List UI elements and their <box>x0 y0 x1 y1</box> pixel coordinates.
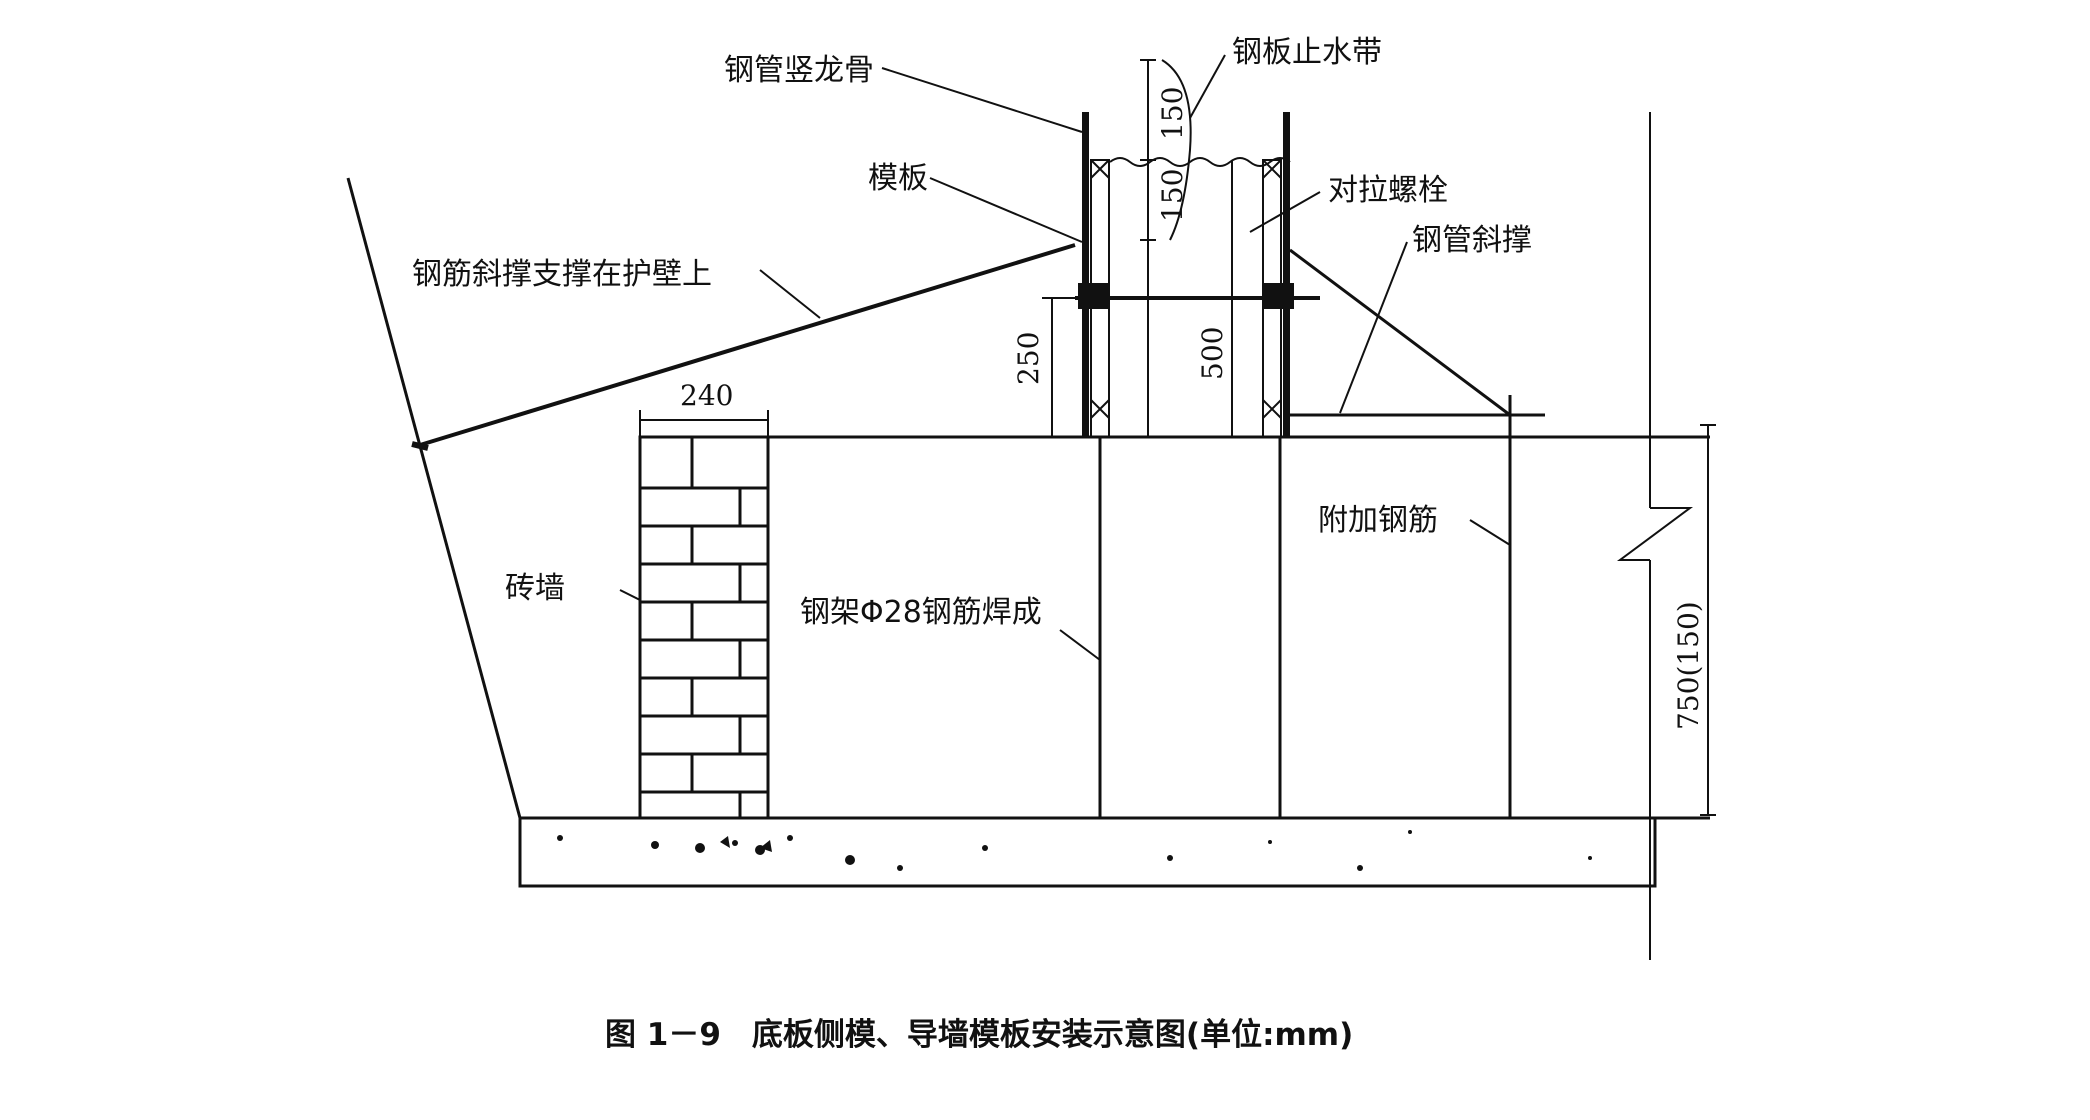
slab-height-label: 750(150) <box>1672 601 1705 730</box>
foundation-slab <box>518 816 1657 888</box>
label-tie-bolt: 对拉螺栓 <box>1328 173 1448 208</box>
label-rebar-brace: 钢筋斜撑支撑在护壁上 <box>412 257 712 292</box>
wall-width-dimension <box>639 410 769 437</box>
label-extra-rebar: 附加钢筋 <box>1318 503 1438 538</box>
label-vertical-keel: 钢管竖龙骨 <box>724 53 874 88</box>
left-formwork <box>1078 112 1110 438</box>
waterstop-dimension <box>1140 59 1156 241</box>
frame-height-label: 250 <box>1012 332 1045 385</box>
label-pipe-brace: 钢管斜撑 <box>1412 223 1532 258</box>
leader-lines <box>619 54 1511 661</box>
rebar-brace <box>419 243 1076 447</box>
retaining-wall-line <box>346 177 522 819</box>
label-waterstop: 钢板止水带 <box>1232 35 1382 70</box>
frame-height-dimension <box>1042 297 1080 437</box>
slab-height-dimension <box>1616 112 1716 960</box>
label-steel-frame: 钢架Φ28钢筋焊成 <box>800 595 1042 630</box>
waterstop-bracket <box>1161 59 1192 241</box>
label-brick-wall: 砖墙 <box>505 571 565 606</box>
brace-anchor <box>411 441 429 451</box>
pipe-brace <box>1289 248 1545 818</box>
figure-caption: 图 1－9 底板侧模、导墙模板安装示意图(单位:mm) <box>605 1017 1353 1053</box>
waterstop-upper-dim: 150 <box>1156 87 1189 140</box>
brick-wall <box>638 435 770 820</box>
wall-width-label: 240 <box>680 379 733 412</box>
form-height-label: 500 <box>1196 327 1229 380</box>
label-formwork: 模板 <box>868 161 928 196</box>
